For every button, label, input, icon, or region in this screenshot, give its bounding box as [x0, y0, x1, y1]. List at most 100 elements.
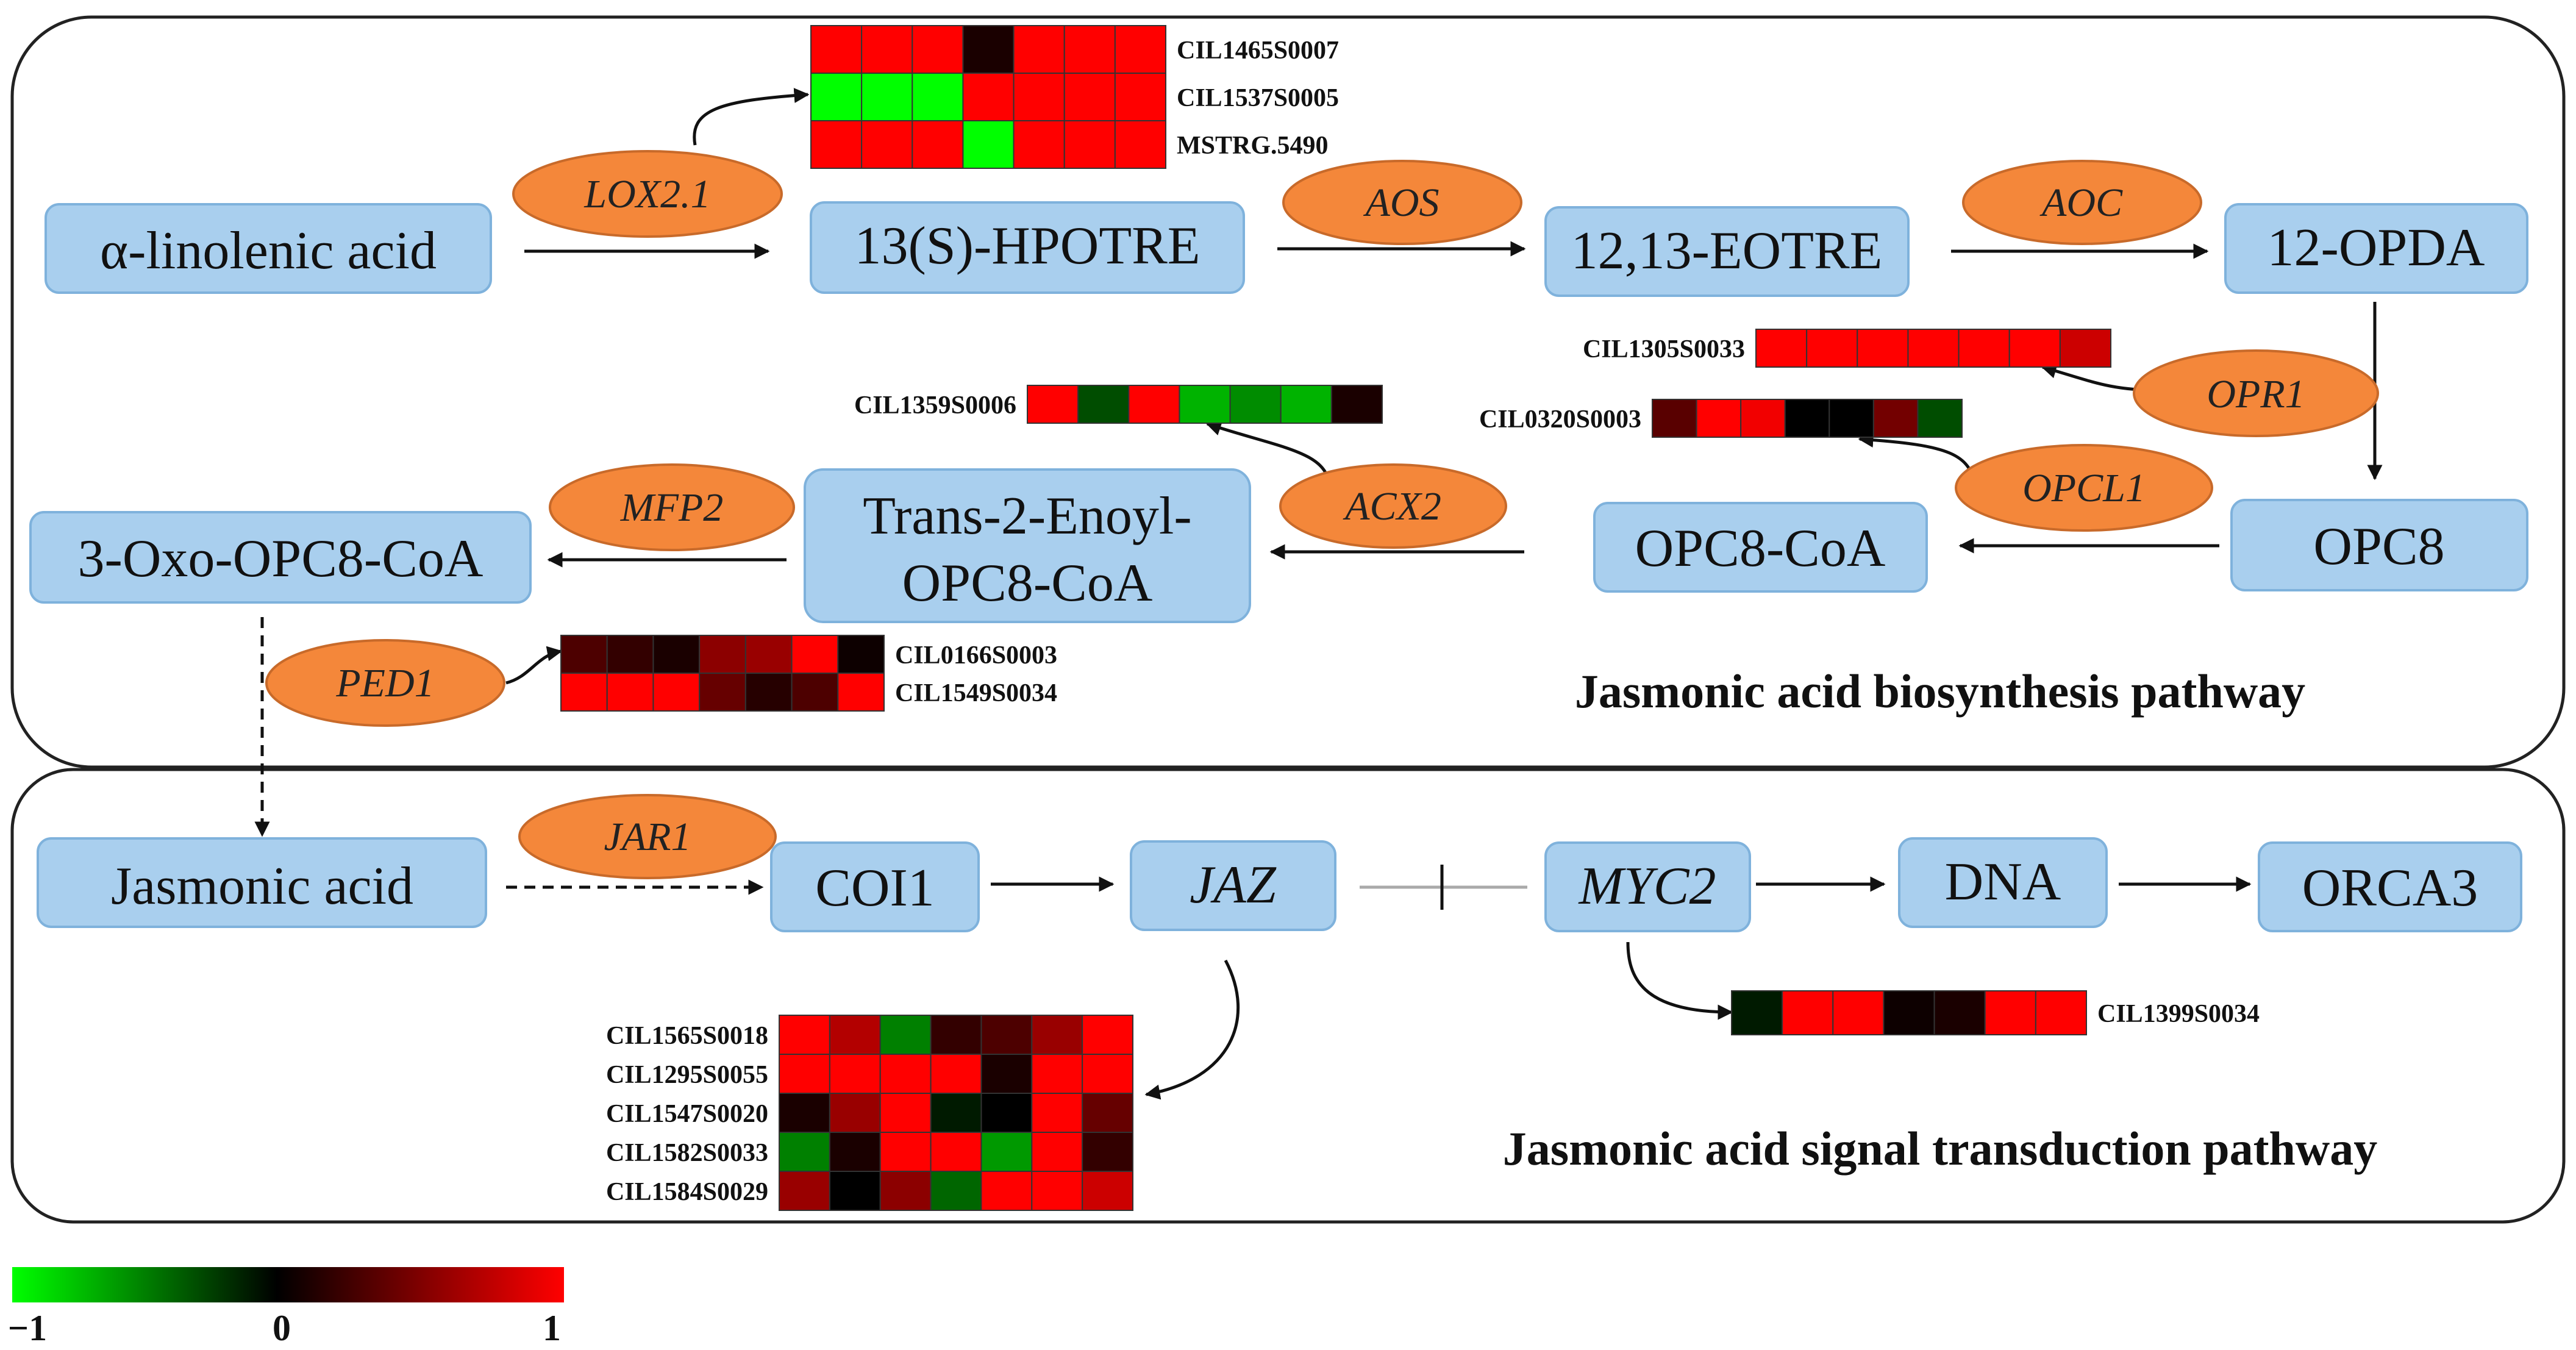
- heatmap-cell: [980, 1093, 1033, 1133]
- heatmap-cell: [779, 1054, 830, 1094]
- heatmap-cell: [879, 1054, 932, 1094]
- heatmap-cell: [861, 25, 913, 74]
- heatmap-cell: [1031, 1132, 1083, 1172]
- heatmap-cell: [2059, 329, 2112, 368]
- enzyme-aoc: AOC: [1962, 160, 2202, 245]
- node-myc2: MYC2: [1544, 841, 1751, 932]
- gene-label: CIL1295S0055: [606, 1061, 768, 1089]
- scale-min-label: −1: [8, 1308, 47, 1348]
- heatmap-cell: [779, 1171, 830, 1211]
- link-jaz-heatmap: [1144, 959, 1240, 1100]
- heatmap-cell: [980, 1054, 1033, 1094]
- heatmap-cell: [1063, 25, 1116, 74]
- gene-label: CIL1465S0007: [1177, 37, 1339, 65]
- heatmap-cell: [829, 1171, 881, 1211]
- enzyme-opr1: OPR1: [2133, 349, 2379, 437]
- node-orca3: ORCA3: [2258, 841, 2522, 932]
- heatmap-cell: [1179, 385, 1231, 424]
- gene-label: CIL1549S0034: [895, 679, 1057, 707]
- heatmap-cell: [930, 1054, 982, 1094]
- gene-label: CIL1565S0018: [606, 1022, 768, 1050]
- heatmap-cell: [930, 1132, 982, 1172]
- heatmap-cell: [791, 635, 839, 674]
- enzyme-mfp2: MFP2: [549, 463, 795, 551]
- svg-text:LOX2.1: LOX2.1: [583, 172, 710, 216]
- heatmap-cell: [1031, 1015, 1083, 1055]
- heatmap-cell: [699, 673, 746, 712]
- heatmap-cell: [791, 673, 839, 712]
- gene-label: CIL1584S0029: [606, 1178, 768, 1206]
- gene-label: CIL1359S0006: [854, 391, 1016, 420]
- heatmap-opr1: CIL1305S0033: [1583, 329, 2112, 368]
- heatmap-cell: [1077, 385, 1130, 424]
- heatmap-cell: [810, 25, 863, 74]
- heatmap-cell: [930, 1093, 982, 1133]
- scale-max-label: 1: [543, 1308, 561, 1348]
- heatmap-cell: [779, 1132, 830, 1172]
- gene-label: CIL1582S0033: [606, 1139, 768, 1167]
- svg-text:COI1: COI1: [815, 859, 935, 918]
- heatmap-cell: [912, 120, 964, 169]
- enzyme-aos: AOS: [1282, 160, 1522, 245]
- heatmap-cell: [912, 73, 964, 121]
- heatmap-cell: [560, 673, 608, 712]
- svg-text:13(S)-HPOTRE: 13(S)-HPOTRE: [854, 216, 1200, 276]
- gene-label: CIL1399S0034: [2097, 1000, 2260, 1028]
- heatmap-cell: [810, 73, 863, 121]
- heatmap-cell: [930, 1171, 982, 1211]
- heatmap-acx2: CIL1359S0006: [854, 385, 1383, 424]
- svg-text:MYC2: MYC2: [1578, 857, 1716, 916]
- heatmap-cell: [962, 120, 1015, 169]
- heatmap-cell: [1917, 399, 1963, 438]
- heatmap-cell: [861, 120, 913, 169]
- heatmap-cell: [1784, 399, 1830, 438]
- heatmap-cell: [1082, 1015, 1133, 1055]
- heatmap-cell: [1280, 385, 1332, 424]
- signal-title: Jasmonic acid signal transduction pathwa…: [1503, 1122, 2378, 1175]
- heatmap-cell: [1933, 990, 1986, 1035]
- heatmap-cell: [779, 1015, 830, 1055]
- heatmap-cell: [1883, 990, 1935, 1035]
- heatmap-cell: [980, 1171, 1033, 1211]
- svg-text:OPR1: OPR1: [2207, 372, 2305, 416]
- svg-text:Trans-2-Enoyl-: Trans-2-Enoyl-: [863, 487, 1191, 546]
- heatmap-cell: [879, 1171, 932, 1211]
- node-coi1: COI1: [770, 841, 980, 932]
- heatmap-cell: [560, 635, 608, 674]
- heatmap-cell: [652, 635, 701, 674]
- node-opc8: OPC8: [2230, 499, 2528, 591]
- color-scale-bar: [12, 1267, 564, 1302]
- svg-text:α-linolenic acid: α-linolenic acid: [100, 221, 437, 280]
- biosynthesis-title: Jasmonic acid biosynthesis pathway: [1575, 665, 2305, 718]
- heatmap-cell: [1082, 1054, 1133, 1094]
- heatmap-cell: [980, 1132, 1033, 1172]
- heatmap-cell: [1082, 1132, 1133, 1172]
- heatmap-cell: [1907, 329, 1960, 368]
- heatmap-cell: [2035, 990, 2088, 1035]
- svg-text:OPC8-CoA: OPC8-CoA: [902, 554, 1153, 613]
- heatmap-cell: [1696, 399, 1742, 438]
- heatmap-cell: [1857, 329, 1909, 368]
- heatmap-cell: [1958, 329, 2010, 368]
- node-alpha-linolenic-acid: α-linolenic acid: [45, 203, 492, 294]
- node-12-opda: 12-OPDA: [2224, 203, 2528, 294]
- heatmap-cell: [1063, 73, 1116, 121]
- svg-text:OPC8-CoA: OPC8-CoA: [1635, 519, 1886, 578]
- node-trans-2-enoyl-opc8-coa: Trans-2-Enoyl- OPC8-CoA: [804, 468, 1251, 623]
- heatmaps: CIL1465S0007CIL1537S0005MSTRG.5490CIL130…: [560, 25, 2260, 1211]
- heatmap-cell: [962, 73, 1015, 121]
- heatmap-cell: [2008, 329, 2061, 368]
- heatmap-cell: [837, 635, 885, 674]
- svg-text:JAR1: JAR1: [604, 815, 691, 859]
- svg-text:AOC: AOC: [2039, 180, 2123, 225]
- heatmap-cell: [1128, 385, 1180, 424]
- svg-text:PED1: PED1: [335, 661, 434, 705]
- heatmap-cell: [810, 120, 863, 169]
- heatmap-myc2: CIL1399S0034: [1731, 990, 2260, 1035]
- heatmap-cell: [829, 1015, 881, 1055]
- heatmap-cell: [1114, 25, 1167, 74]
- heatmap-cell: [1082, 1171, 1133, 1211]
- enzyme-ped1: PED1: [265, 639, 505, 727]
- node-3-oxo-opc8-coa: 3-Oxo-OPC8-CoA: [29, 511, 532, 604]
- heatmap-cell: [1984, 990, 2036, 1035]
